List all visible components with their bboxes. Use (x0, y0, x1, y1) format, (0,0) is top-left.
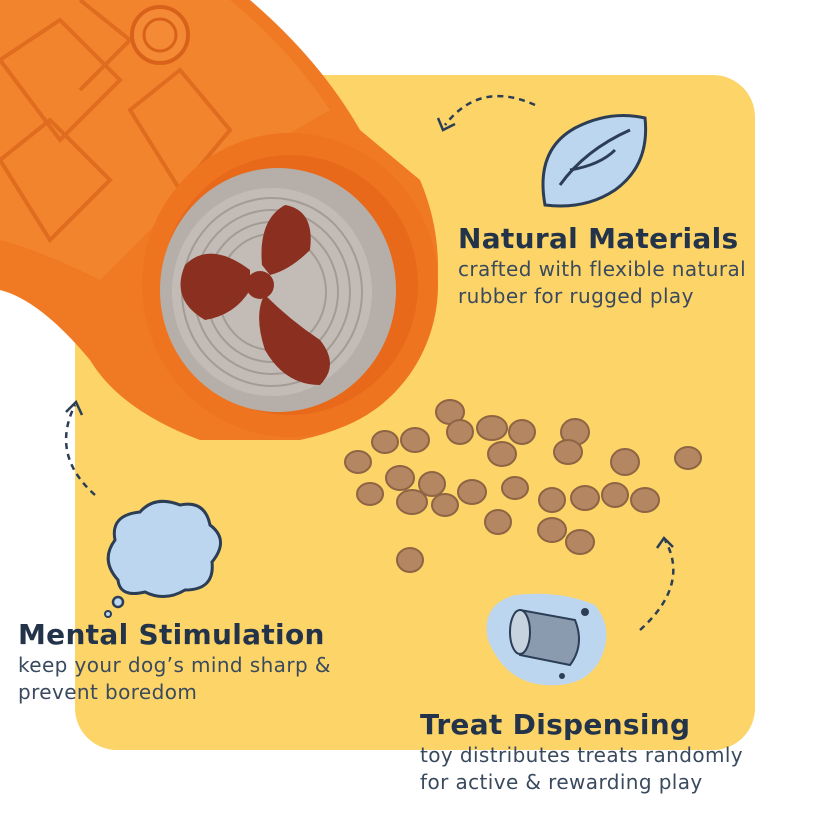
feature-desc-line2: rubber for rugged play (458, 284, 694, 308)
feature-desc-line1: keep your dog’s mind sharp & (18, 653, 331, 677)
feature-desc-line1: crafted with flexible natural (458, 257, 747, 281)
arrow-natural (444, 94, 536, 126)
feature-title: Mental Stimulation (18, 618, 325, 651)
feature-title: Treat Dispensing (420, 708, 691, 741)
feature-treat-dispensing: Treat Dispensing toy distributes treats … (420, 708, 743, 796)
leaf-icon (541, 114, 648, 208)
treat-toy-icon (486, 593, 607, 686)
arrow-mental (64, 404, 96, 496)
treats-image (344, 399, 702, 573)
feature-desc-line2: prevent boredom (18, 680, 198, 704)
feature-desc-line1: toy distributes treats randomly (420, 743, 744, 767)
toy-image (0, 0, 438, 440)
arrow-treat (639, 539, 675, 631)
feature-title: Natural Materials (458, 222, 739, 255)
thought-cloud-icon (104, 499, 222, 618)
feature-desc-line2: for active & rewarding play (420, 770, 703, 794)
feature-mental-stimulation: Mental Stimulation keep your dog’s mind … (18, 618, 331, 706)
feature-natural-materials: Natural Materials crafted with flexible … (458, 222, 746, 310)
